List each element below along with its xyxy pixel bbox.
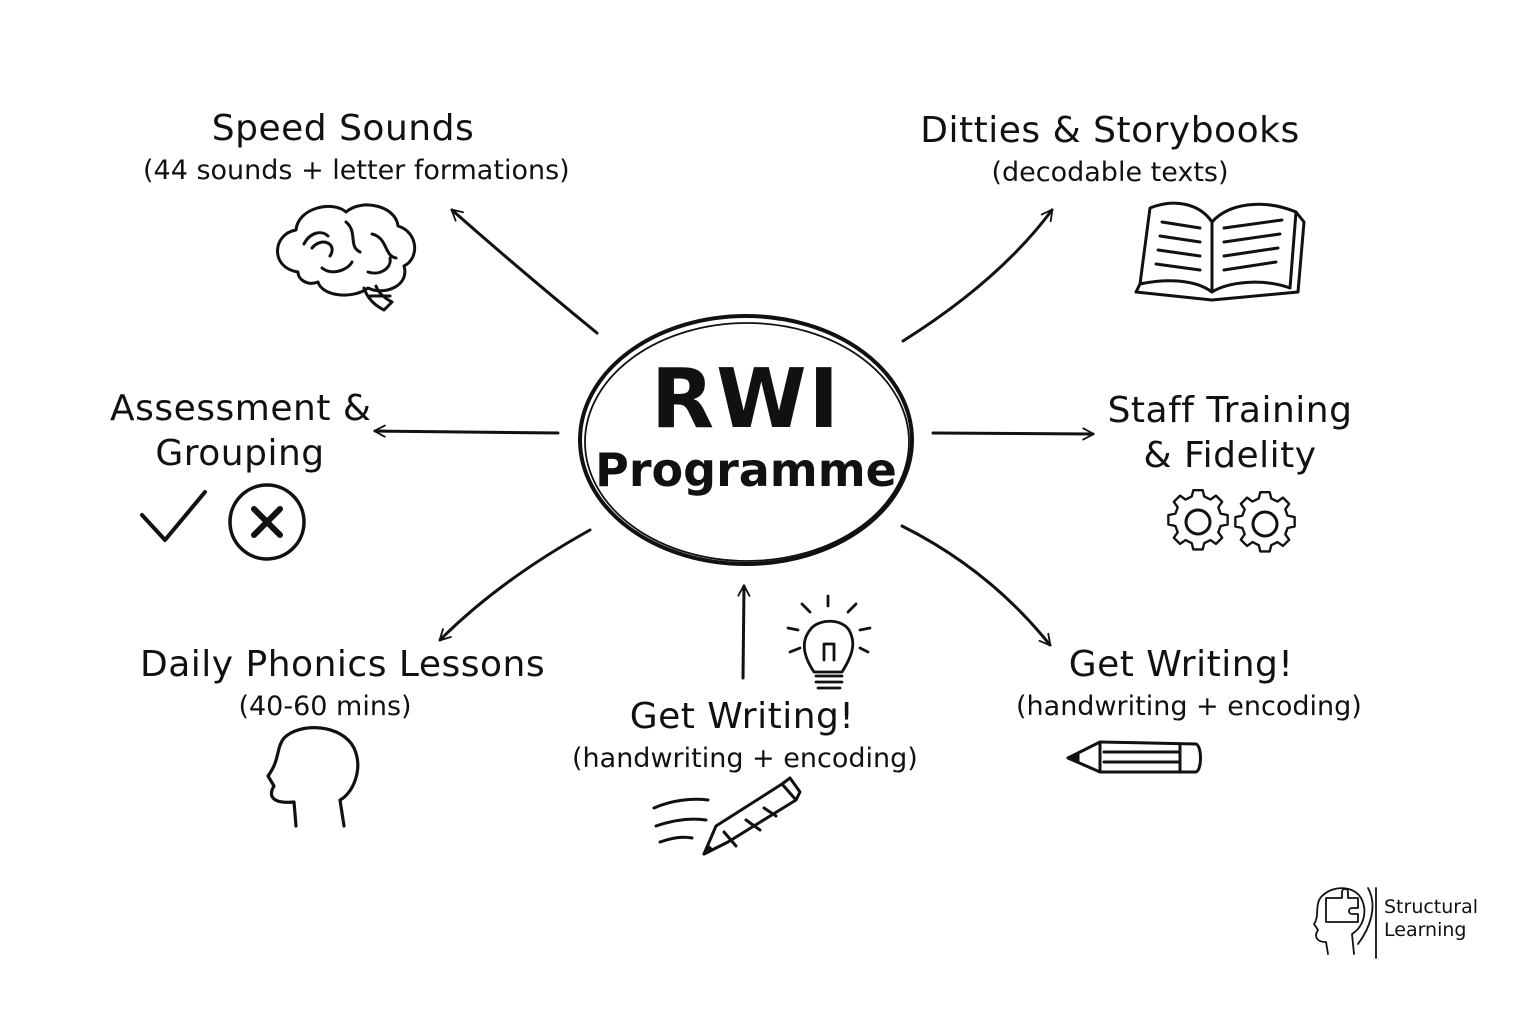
brand-logo-text: Structural Learning: [1384, 896, 1494, 942]
arrow-ditties: [901, 208, 1054, 343]
node-title-line2: Grouping: [155, 433, 325, 475]
node-title-line2: & Fidelity: [1143, 435, 1317, 477]
center-title-line2: Programme: [595, 443, 897, 497]
node-title-line1: Assessment &: [110, 388, 372, 429]
node-daily-phonics: Daily Phonics Lessons (40-60 mins): [140, 644, 546, 723]
arrow-daily-phonics: [438, 528, 592, 642]
arrow-staff-training: [931, 427, 1095, 441]
node-title: Get Writing!: [629, 696, 855, 737]
brain-icon: [276, 203, 417, 312]
node-ditties-storybooks: Ditties & Storybooks (decodable texts): [920, 110, 1300, 188]
arrow-assessment: [373, 424, 560, 438]
node-assessment-grouping: Assessment & Grouping: [110, 388, 372, 475]
pen-icon: [652, 776, 802, 856]
node-subtitle: (40-60 mins): [238, 691, 412, 723]
node-staff-training: Staff Training & Fidelity: [1100, 390, 1360, 477]
check-mark-icon: [140, 490, 207, 542]
cross-circle-icon: [228, 483, 306, 561]
node-title: Get Writing!: [1068, 644, 1294, 685]
head-profile-icon: [266, 726, 360, 828]
arrow-speed-sounds: [450, 208, 599, 335]
node-title: Daily Phonics Lessons: [140, 644, 546, 685]
light-bulb-icon: [786, 594, 872, 690]
brand-line2: Learning: [1384, 918, 1467, 941]
node-title: Speed Sounds: [211, 108, 475, 149]
arrow-get-writing-center: [737, 584, 751, 680]
check-and-cross-icon: [140, 483, 306, 561]
node-subtitle: (handwriting + encoding): [1016, 691, 1362, 723]
head-puzzle-icon: [1313, 887, 1377, 959]
node-get-writing-center: Get Writing! (handwriting + encoding): [572, 696, 918, 775]
node-title-line1: Staff Training: [1107, 390, 1353, 431]
center-title-line1: RWI: [650, 352, 842, 447]
center-ellipse: [578, 314, 914, 566]
node-get-writing-right: Get Writing! (handwriting + encoding): [1016, 644, 1362, 723]
node-speed-sounds: Speed Sounds (44 sounds + letter formati…: [143, 108, 570, 187]
arrow-get-writing-right: [900, 524, 1052, 647]
pencil-icon: [1066, 740, 1202, 774]
open-book-icon: [1134, 201, 1306, 302]
center-title: RWI Programme: [586, 352, 906, 497]
node-title: Ditties & Storybooks: [920, 110, 1300, 151]
node-subtitle: (handwriting + encoding): [572, 743, 918, 775]
gears-icon: [1167, 488, 1296, 553]
node-subtitle: (decodable texts): [991, 157, 1229, 189]
brand-line1: Structural: [1384, 896, 1479, 918]
node-subtitle: (44 sounds + letter formations): [143, 155, 570, 187]
